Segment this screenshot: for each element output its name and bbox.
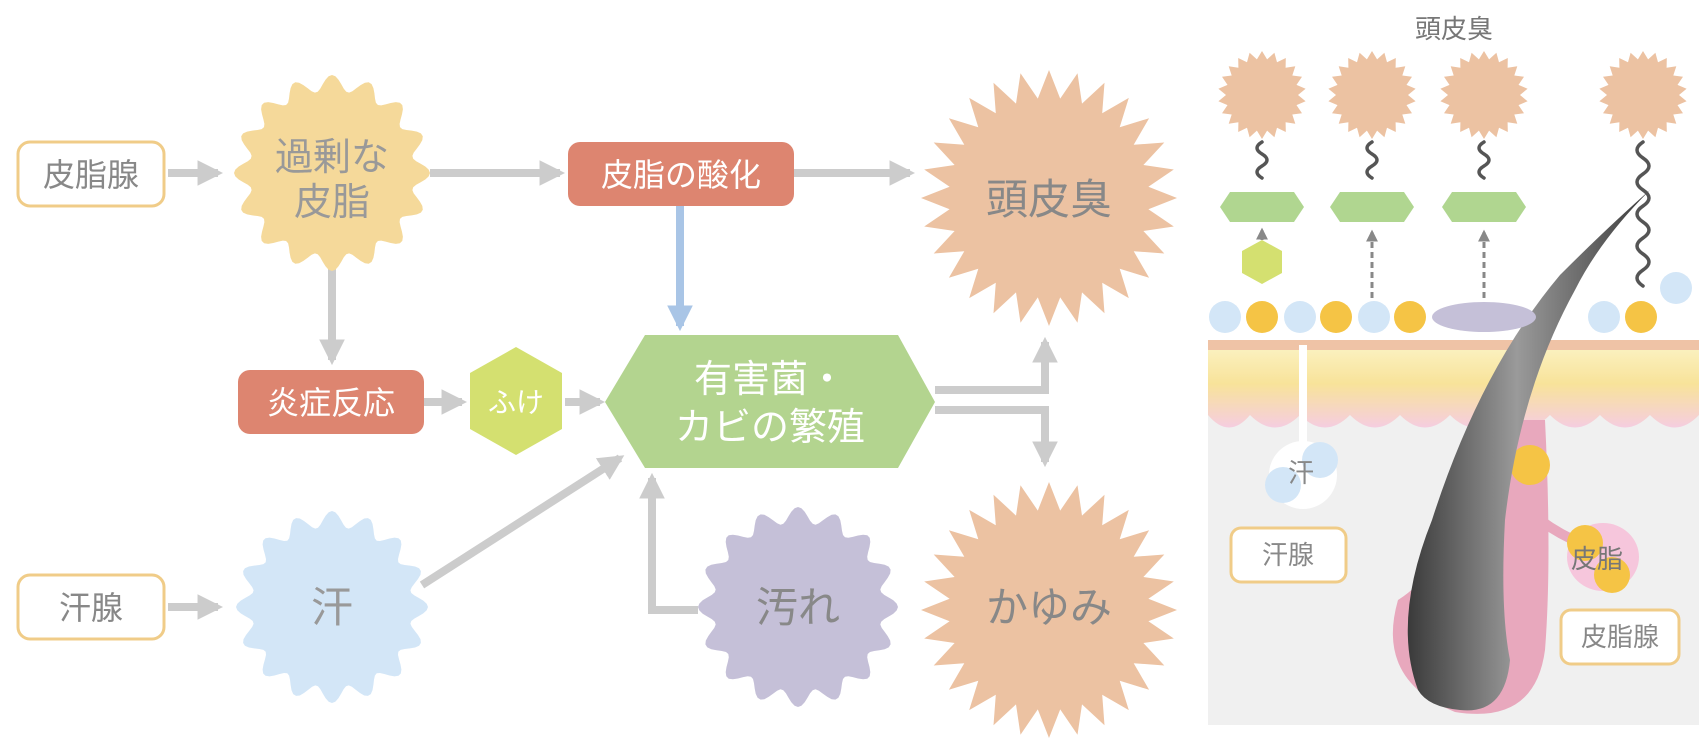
node-sebaceous-gland: 皮脂腺 bbox=[16, 140, 166, 208]
dirt-burst bbox=[698, 507, 898, 707]
scalp-illustration: 汗 頭皮臭 bbox=[1208, 15, 1699, 725]
dandruff-particle bbox=[1242, 240, 1282, 284]
sebum-droplet-1 bbox=[1567, 525, 1603, 561]
label-sweat-gland-small: 汗腺 bbox=[1262, 541, 1314, 571]
scalp-odor-burst bbox=[921, 70, 1177, 326]
node-inflammation: 炎症反応 bbox=[238, 370, 424, 434]
sweat-bubble-2 bbox=[1265, 467, 1301, 503]
node-dirt: 汚れ bbox=[698, 507, 898, 707]
skin-surface bbox=[1208, 340, 1699, 350]
label-excess-sebum-line1: 過剰な bbox=[275, 135, 389, 179]
node-sebum-oxidation: 皮脂の酸化 bbox=[568, 142, 794, 206]
epidermis-layer bbox=[1208, 340, 1699, 428]
arrow-sweat-to-bacteria bbox=[419, 454, 625, 589]
label-odor-small: 頭皮臭 bbox=[1415, 15, 1493, 45]
label-excess-sebum-line2: 皮脂 bbox=[294, 180, 370, 224]
arrow-bacteria-to-itch bbox=[935, 406, 1058, 468]
label-sebaceous-gland: 皮脂腺 bbox=[43, 156, 139, 194]
label-dirt: 汚れ bbox=[756, 583, 840, 632]
odor-cloud-3 bbox=[1440, 51, 1528, 139]
node-dandruff: ふけ bbox=[470, 347, 562, 455]
arrow-bacteria-to-odor bbox=[935, 336, 1058, 394]
sebum-droplet-3 bbox=[1510, 445, 1550, 485]
node-sweat-gland: 汗腺 bbox=[16, 573, 166, 641]
odor-cloud-2 bbox=[1328, 51, 1416, 139]
surface-particles bbox=[1209, 272, 1692, 333]
sweat-bubble-1 bbox=[1302, 442, 1338, 478]
label-itch: かゆみ bbox=[986, 583, 1112, 632]
odor-cloud-1 bbox=[1218, 51, 1306, 139]
label-scalp-odor: 頭皮臭 bbox=[986, 175, 1112, 224]
label-sebum-small: 皮脂 bbox=[1571, 545, 1623, 575]
node-sweat: 汗 bbox=[236, 511, 428, 703]
node-excess-sebum: 過剰な 皮脂 bbox=[234, 75, 430, 271]
label-sweat-small: 汗 bbox=[1288, 459, 1314, 489]
label-dandruff: ふけ bbox=[488, 386, 544, 419]
label-sebaceous-gland-small: 皮脂腺 bbox=[1581, 623, 1659, 653]
node-bacteria: 有害菌・ カビの繁殖 bbox=[605, 335, 935, 468]
node-scalp-odor: 頭皮臭 bbox=[921, 70, 1177, 326]
sebum-droplet-2 bbox=[1594, 557, 1630, 593]
label-box-sebaceous-gland: 皮脂腺 bbox=[1559, 608, 1681, 666]
arrow-dirt-to-bacteria bbox=[639, 472, 698, 614]
odor-cloud-4 bbox=[1599, 51, 1687, 139]
label-sebum-oxidation: 皮脂の酸化 bbox=[601, 156, 761, 194]
odor-squiggles bbox=[1255, 140, 1651, 288]
itch-burst bbox=[921, 482, 1177, 738]
excess-sebum-burst bbox=[234, 75, 430, 271]
odor-molecule-3 bbox=[1442, 192, 1526, 222]
label-inflammation: 炎症反応 bbox=[267, 384, 395, 422]
flow-arrows bbox=[168, 160, 1058, 620]
label-sweat-gland: 汗腺 bbox=[59, 589, 123, 627]
label-bacteria-line1: 有害菌・ bbox=[694, 357, 846, 401]
odor-molecule-1 bbox=[1220, 192, 1304, 222]
node-itch: かゆみ bbox=[921, 482, 1177, 738]
label-sweat: 汗 bbox=[311, 583, 353, 632]
sweat-burst bbox=[236, 511, 428, 703]
odor-molecule-2 bbox=[1330, 192, 1414, 222]
label-box-sweat-gland: 汗腺 bbox=[1229, 526, 1348, 584]
hair-strand bbox=[1407, 190, 1650, 711]
label-bacteria-line2: カビの繁殖 bbox=[675, 405, 865, 449]
